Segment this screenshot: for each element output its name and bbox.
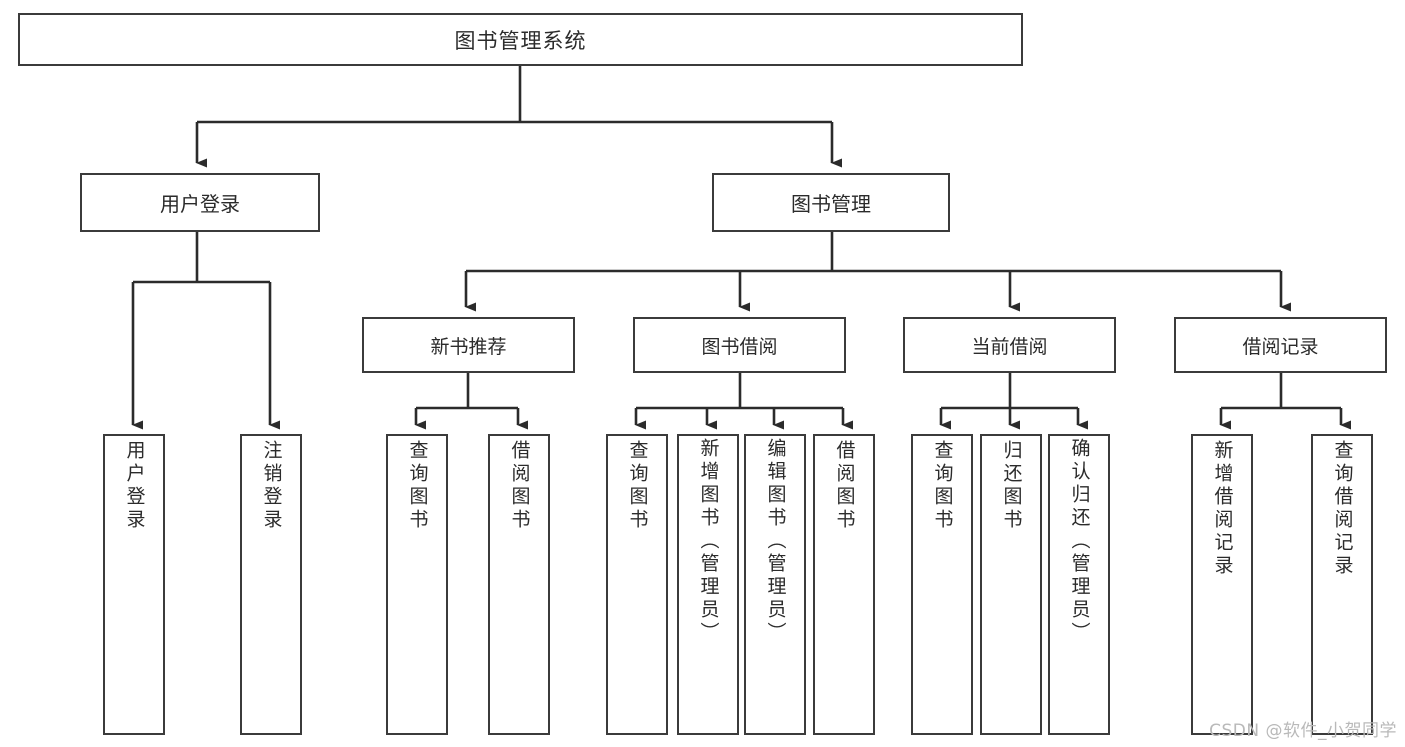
leaf-label: 用户登录 [123,440,146,532]
leaf-label: 查询图书 [931,440,954,532]
leaf-borrow-book-borrow[interactable]: 借阅图书 [813,434,875,735]
node-label: 用户登录 [160,192,240,216]
watermark: CSDN @软件_小贺同学 [1209,721,1397,741]
leaf-add-book-admin[interactable]: 新增图书（管理员） [677,434,739,735]
leaf-user-login[interactable]: 用户登录 [103,434,165,735]
leaf-query-borrow-record[interactable]: 查询借阅记录 [1311,434,1373,735]
leaf-label: 新增图书（管理员） [697,438,720,645]
node-new-book-recommendation[interactable]: 新书推荐 [362,317,575,373]
leaf-label: 归还图书 [1000,440,1023,532]
leaf-label: 查询图书 [406,440,429,532]
leaf-label: 借阅图书 [508,440,531,532]
leaf-label: 查询图书 [626,440,649,532]
node-root-book-management-system[interactable]: 图书管理系统 [18,13,1023,66]
node-label: 图书管理 [791,192,871,216]
leaf-return-book[interactable]: 归还图书 [980,434,1042,735]
node-label: 图书借阅 [701,335,778,358]
leaf-logout[interactable]: 注销登录 [240,434,302,735]
leaf-label: 新增借阅记录 [1211,440,1234,578]
node-user-login[interactable]: 用户登录 [80,173,320,232]
node-label: 当前借阅 [971,335,1048,358]
leaf-query-book-borrow[interactable]: 查询图书 [606,434,668,735]
leaf-label: 查询借阅记录 [1331,440,1354,578]
node-label: 新书推荐 [430,335,507,358]
node-current-borrow[interactable]: 当前借阅 [903,317,1116,373]
leaf-confirm-return-admin[interactable]: 确认归还（管理员） [1048,434,1110,735]
node-book-borrow[interactable]: 图书借阅 [633,317,846,373]
node-label: 图书管理系统 [454,28,587,53]
node-borrow-record[interactable]: 借阅记录 [1174,317,1387,373]
leaf-query-book-new-rec[interactable]: 查询图书 [386,434,448,735]
leaf-label: 确认归还（管理员） [1068,438,1091,645]
leaf-label: 编辑图书（管理员） [764,438,787,645]
leaf-label: 注销登录 [260,440,283,532]
leaf-add-borrow-record[interactable]: 新增借阅记录 [1191,434,1253,735]
leaf-edit-book-admin[interactable]: 编辑图书（管理员） [744,434,806,735]
leaf-label: 借阅图书 [833,440,856,532]
node-book-management[interactable]: 图书管理 [712,173,950,232]
leaf-query-book-current[interactable]: 查询图书 [911,434,973,735]
node-label: 借阅记录 [1242,335,1319,358]
leaf-borrow-book-new-rec[interactable]: 借阅图书 [488,434,550,735]
